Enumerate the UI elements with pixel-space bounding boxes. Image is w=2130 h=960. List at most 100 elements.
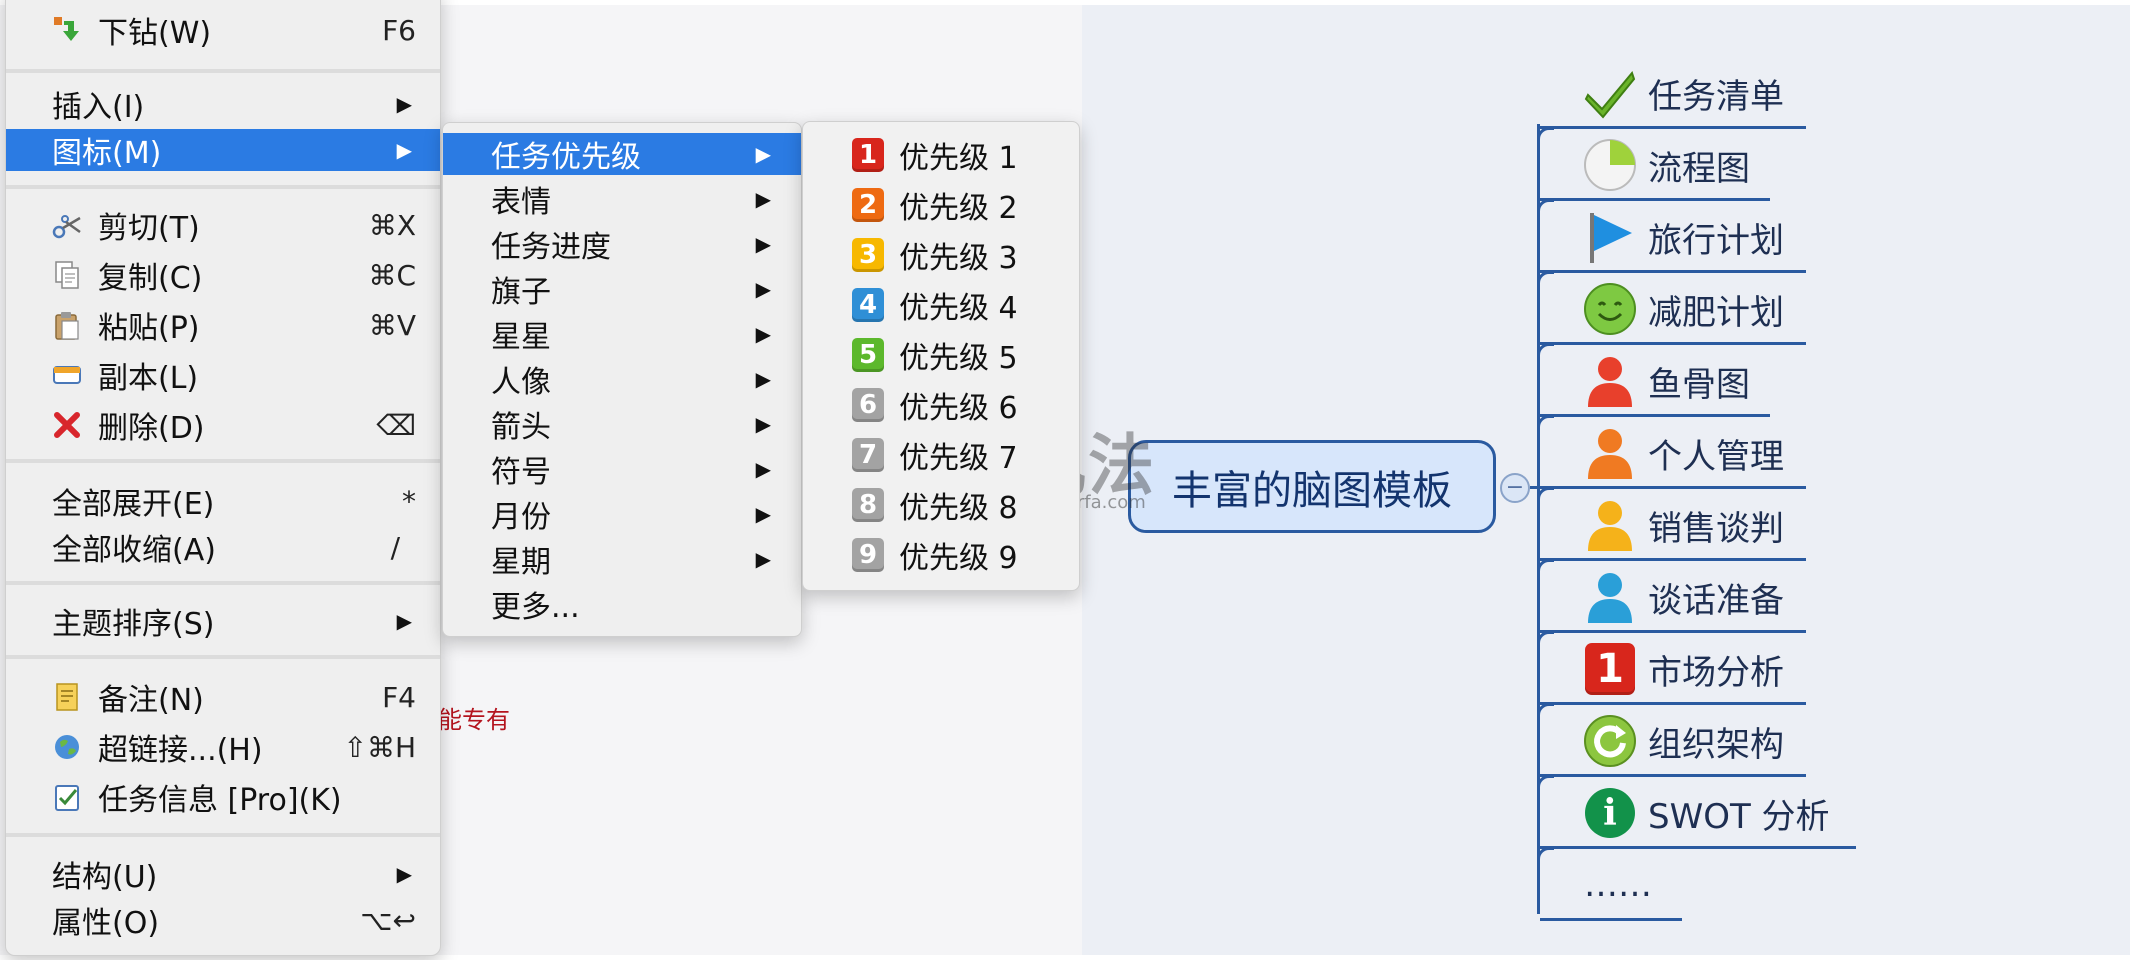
submenu-item-flags[interactable]: 旗子 ▶ <box>443 268 801 310</box>
menu-item-label: 任务进度 <box>491 230 611 265</box>
topic-label: 市场分析 <box>1648 652 1784 693</box>
menu-item-duplicate[interactable]: 副本(L) <box>6 354 440 396</box>
menu-item-sort-topics[interactable]: 主题排序(S) ▶ <box>6 600 440 642</box>
priority-number: 5 <box>852 338 884 372</box>
submenu-item-task-priority[interactable]: 任务优先级 ▶ <box>443 133 801 175</box>
menu-item-expand-all[interactable]: 全部展开(E) * <box>6 480 440 523</box>
menu-item-shortcut: / <box>390 530 400 564</box>
priority-item-7[interactable]: 7 优先级 7 <box>803 434 1079 476</box>
menu-item-label: 备注(N) <box>98 683 204 718</box>
menu-item-label: 全部展开(E) <box>52 487 215 522</box>
priority-item-8[interactable]: 8 优先级 8 <box>803 484 1079 526</box>
topic-underline <box>1540 630 1806 633</box>
menu-item-properties[interactable]: 属性(O) ⌥↩ <box>6 899 440 942</box>
menu-item-label: 优先级 3 <box>899 241 1018 276</box>
priority-item-3[interactable]: 3 优先级 3 <box>803 234 1079 276</box>
priority-item-2[interactable]: 2 优先级 2 <box>803 184 1079 226</box>
menu-item-label: 月份 <box>491 500 551 535</box>
scissors-icon <box>50 208 84 242</box>
menu-item-label: 副本(L) <box>98 361 199 396</box>
menu-item-icons[interactable]: 图标(M) ▶ <box>6 129 440 171</box>
menu-item-label: 全部收缩(A) <box>52 533 216 568</box>
topic-underline <box>1540 126 1806 129</box>
submenu-item-task-progress[interactable]: 任务进度 ▶ <box>443 223 801 265</box>
topic-underline <box>1540 702 1806 705</box>
submenu-arrow-icon: ▶ <box>396 92 412 116</box>
menu-item-cut[interactable]: 剪切(T) ⌘X <box>6 204 440 246</box>
menu-item-label: 表情 <box>491 185 551 220</box>
person-blue-icon <box>1582 569 1638 625</box>
submenu-item-people[interactable]: 人像 ▶ <box>443 358 801 400</box>
submenu-item-emotion[interactable]: 表情 ▶ <box>443 178 801 220</box>
central-connector <box>1530 486 1540 489</box>
submenu-item-arrows[interactable]: 箭头 ▶ <box>443 403 801 445</box>
submenu-item-more[interactable]: 更多... <box>443 583 801 625</box>
menu-separator <box>6 833 440 837</box>
priority-7-icon: 7 <box>851 438 885 472</box>
drill-down-icon <box>50 13 84 47</box>
collapse-toggle[interactable]: − <box>1500 473 1530 503</box>
topic-underline <box>1540 486 1806 489</box>
submenu-arrow-icon: ▶ <box>755 322 771 346</box>
submenu-item-months[interactable]: 月份 ▶ <box>443 493 801 535</box>
flag-icon <box>1582 209 1638 265</box>
menu-item-notes[interactable]: 备注(N) F4 <box>6 676 440 718</box>
menu-item-label: 插入(I) <box>52 90 145 125</box>
person-yellow-icon <box>1582 497 1638 553</box>
topic-underline <box>1540 342 1806 345</box>
globe-icon <box>50 730 84 764</box>
menu-item-task-info[interactable]: 任务信息 [Pro](K) <box>6 776 440 818</box>
topic-label: …… <box>1584 865 1652 905</box>
menu-item-shortcut: ⌫ <box>376 408 416 442</box>
menu-item-collapse-all[interactable]: 全部收缩(A) / <box>6 526 440 569</box>
menu-separator <box>6 655 440 659</box>
priority-2-icon: 2 <box>851 188 885 222</box>
priority-item-1[interactable]: 1 优先级 1 <box>803 134 1079 176</box>
priority-item-4[interactable]: 4 优先级 4 <box>803 284 1079 326</box>
topic-label: SWOT 分析 <box>1648 796 1830 837</box>
topic-underline <box>1540 414 1770 417</box>
priority-1-icon: 1 <box>851 138 885 172</box>
branch-corner <box>1537 199 1554 216</box>
menu-item-label: 优先级 6 <box>899 391 1018 426</box>
menu-item-shortcut: ⌘V <box>368 308 416 342</box>
menu-item-paste[interactable]: 粘贴(P) ⌘V <box>6 304 440 346</box>
menu-item-shortcut: F4 <box>382 680 416 714</box>
menu-item-shortcut: ⌘X <box>368 208 416 242</box>
menu-item-drill-down[interactable]: 下钻(W) F6 <box>6 9 440 51</box>
menu-item-label: 优先级 4 <box>899 291 1018 326</box>
submenu-item-weekdays[interactable]: 星期 ▶ <box>443 538 801 580</box>
submenu-arrow-icon: ▶ <box>755 412 771 436</box>
menu-item-structure[interactable]: 结构(U) ▶ <box>6 853 440 895</box>
background-red-text: 能专有 <box>438 706 510 734</box>
priority-badge: 1 <box>1585 643 1635 695</box>
branch-corner <box>1537 127 1554 144</box>
priority-number: 1 <box>852 138 884 172</box>
collapse-symbol: − <box>1505 475 1525 500</box>
menu-item-hyperlink[interactable]: 超链接...(H) ⇧⌘H <box>6 726 440 768</box>
menu-item-label: 更多... <box>491 590 580 625</box>
priority-number: 9 <box>852 538 884 572</box>
priority-item-5[interactable]: 5 优先级 5 <box>803 334 1079 376</box>
menu-item-insert[interactable]: 插入(I) ▶ <box>6 83 440 125</box>
menu-item-copy[interactable]: 复制(C) ⌘C <box>6 254 440 296</box>
priority-1-icon: 1 <box>1582 641 1638 697</box>
priority-item-9[interactable]: 9 优先级 9 <box>803 534 1079 576</box>
bottom-edge <box>0 955 2130 960</box>
branch-corner <box>1537 415 1554 432</box>
topic-underline <box>1540 918 1682 921</box>
menu-item-shortcut: * <box>402 484 416 518</box>
menu-item-delete[interactable]: 删除(D) ⌫ <box>6 404 440 446</box>
submenu-item-stars[interactable]: 星星 ▶ <box>443 313 801 355</box>
central-topic[interactable]: 丰富的脑图模板 <box>1128 440 1496 533</box>
menu-separator <box>6 581 440 585</box>
smiley-icon <box>1582 281 1638 337</box>
submenu-item-symbols[interactable]: 符号 ▶ <box>443 448 801 490</box>
central-topic-label: 丰富的脑图模板 <box>1172 467 1452 514</box>
priority-item-6[interactable]: 6 优先级 6 <box>803 384 1079 426</box>
info-icon: i <box>1582 785 1638 841</box>
menu-item-label: 删除(D) <box>98 411 205 446</box>
person-red-icon <box>1582 353 1638 409</box>
submenu-arrow-icon: ▶ <box>396 609 412 633</box>
topic-label: 谈话准备 <box>1648 580 1784 621</box>
